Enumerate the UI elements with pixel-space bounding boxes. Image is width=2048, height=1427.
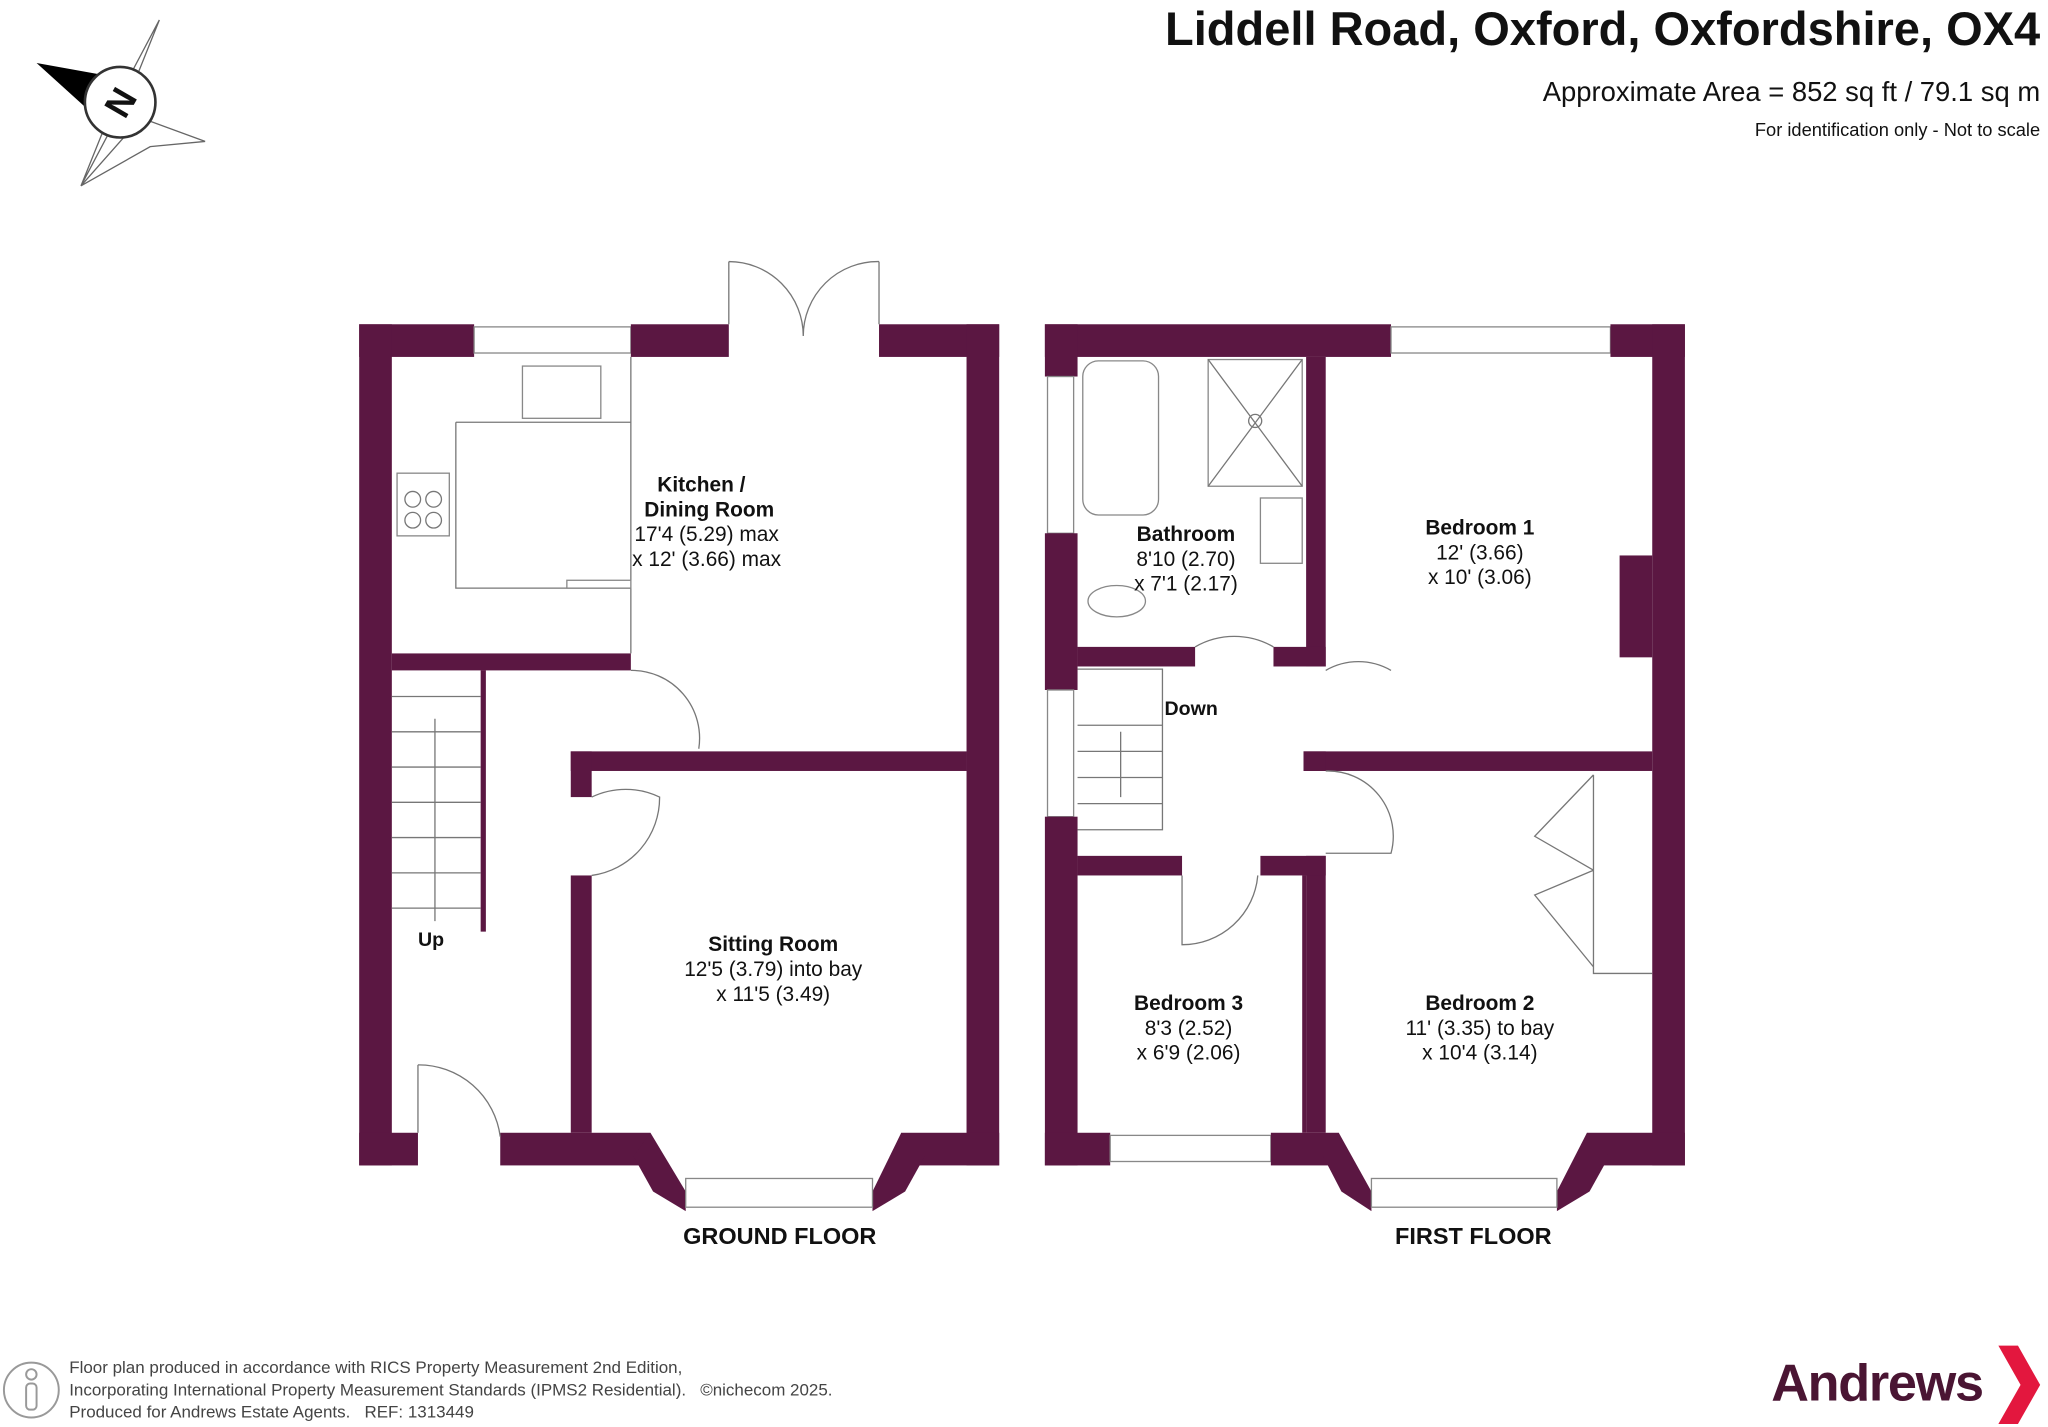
hob-icon — [396, 472, 450, 537]
floor-label: FIRST FLOOR — [1395, 1223, 1552, 1249]
footer-line: Floor plan produced in accordance with R… — [69, 1358, 682, 1377]
stairs-up-label: Up — [418, 929, 444, 951]
room-name: Dining Room — [644, 498, 774, 521]
chevron-right-icon — [1998, 1345, 2041, 1425]
first-floor-plan: Down Bathroom 8'10 (2.70) x 7'1 (2.17) B… — [1044, 324, 1685, 1249]
floor-label: GROUND FLOOR — [683, 1223, 876, 1249]
room-dimension: 17'4 (5.29) max — [634, 523, 779, 546]
footer-line: Produced for Andrews Estate Agents. REF:… — [69, 1403, 474, 1422]
brand-name: Andrews — [1771, 1355, 1982, 1413]
room-dimension: x 10' (3.06) — [1428, 566, 1532, 589]
property-title: Liddell Road, Oxford, Oxfordshire, OX4 — [1165, 2, 2040, 55]
basin-icon — [1259, 497, 1303, 564]
room-dimension: x 12' (3.66) max — [632, 548, 782, 571]
area-text: Approximate Area = 852 sq ft / 79.1 sq m — [1543, 76, 2040, 107]
room-dimension: 8'10 (2.70) — [1136, 548, 1235, 571]
disclaimer-text: For identification only - Not to scale — [1755, 119, 2040, 140]
room-dimension: 12' (3.66) — [1436, 541, 1524, 564]
room-name: Bedroom 2 — [1425, 992, 1534, 1015]
room-dimension: 11' (3.35) to bay — [1406, 1017, 1555, 1040]
room-dimension: x 10'4 (3.14) — [1422, 1042, 1537, 1065]
info-icon — [2, 1361, 60, 1419]
andrews-logo: Andrews — [1771, 1345, 2041, 1425]
stairs-down-label: Down — [1165, 698, 1218, 720]
room-dimension: x 7'1 (2.17) — [1134, 573, 1238, 596]
compass-icon: N — [36, 19, 206, 187]
room-name: Bedroom 1 — [1425, 517, 1534, 540]
room-name: Bedroom 3 — [1134, 992, 1243, 1015]
room-dimension: x 11'5 (3.49) — [716, 983, 830, 1006]
room-name: Kitchen / — [657, 473, 745, 496]
room-name: Bathroom — [1137, 523, 1236, 546]
room-name: Sitting Room — [708, 933, 838, 956]
ground-floor-plan: Up Kitchen / Dining Room 17'4 (5.29) max… — [359, 260, 1000, 1249]
room-dimension: 12'5 (3.79) into bay — [684, 958, 863, 981]
toilet-icon — [1087, 584, 1147, 618]
bath-icon — [1082, 360, 1160, 516]
room-dimension: x 6'9 (2.06) — [1137, 1042, 1241, 1065]
sink-icon — [521, 365, 602, 419]
footer-line: Incorporating International Property Mea… — [69, 1380, 832, 1399]
room-dimension: 8'3 (2.52) — [1145, 1017, 1233, 1040]
